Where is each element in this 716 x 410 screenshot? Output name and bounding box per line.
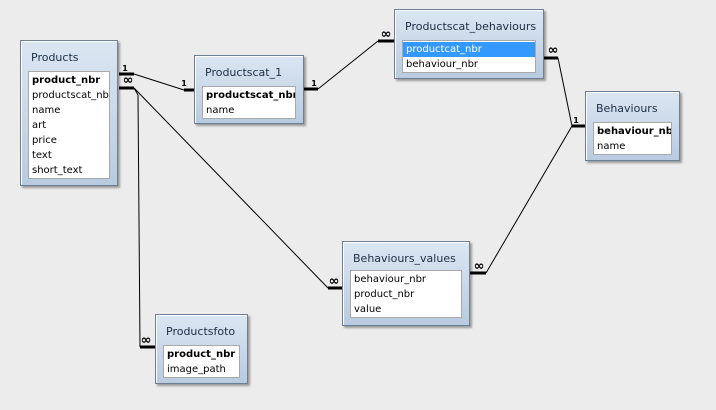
field[interactable]: price <box>32 135 57 146</box>
table-title: Productscat_1 <box>205 66 283 79</box>
table-title: Productsfoto <box>166 325 236 338</box>
cardinality-many-label: ∞ <box>141 333 152 348</box>
primary-key-field[interactable]: product_nbr <box>167 349 236 360</box>
primary-key-field[interactable]: productscat_nbr <box>206 90 295 101</box>
relationship-line-products-productscat[interactable] <box>133 73 185 91</box>
table-title: Productscat_behaviours <box>405 20 537 33</box>
field[interactable]: short_text <box>32 165 83 176</box>
field[interactable]: productcat_nbr <box>403 42 535 57</box>
field-list[interactable]: product_nbr image_path <box>163 345 240 378</box>
table-productsfoto[interactable]: Productsfoto product_nbr image_path <box>155 314 248 384</box>
table-behaviours-values[interactable]: Behaviours_values behaviour_nbr product_nb… <box>342 241 470 326</box>
field[interactable]: productscat_nbr <box>32 90 109 101</box>
relationship-line-products-productsfoto[interactable] <box>133 87 141 348</box>
table-title: Behaviours_values <box>353 252 456 265</box>
field[interactable]: name <box>597 141 626 152</box>
relationship-line-productscat-behaviourslink[interactable] <box>317 40 379 90</box>
primary-key-field[interactable]: product_nbr <box>32 75 101 86</box>
table-title: Behaviours <box>596 102 658 115</box>
field-list[interactable]: productcat_nbr behaviour_nbr <box>402 40 536 73</box>
cardinality-many-label: ∞ <box>329 274 340 289</box>
cardinality-one-label: 1 <box>573 116 579 125</box>
field[interactable]: product_nbr <box>354 289 415 300</box>
field[interactable]: text <box>32 150 52 161</box>
field[interactable]: name <box>206 105 235 116</box>
cardinality-many-label: ∞ <box>548 43 559 58</box>
cardinality-one-label: 1 <box>181 79 187 88</box>
cardinality-many-label: ∞ <box>474 259 485 274</box>
field[interactable]: art <box>32 120 47 131</box>
cardinality-many-label: ∞ <box>381 27 392 42</box>
relationship-line-behaviourslink-behaviours[interactable] <box>557 57 573 127</box>
field[interactable]: image_path <box>167 364 226 375</box>
relationship-line-products-behavioursvalues[interactable] <box>133 87 329 289</box>
cardinality-one-label: 1 <box>122 64 128 73</box>
table-title: Products <box>31 51 79 64</box>
cardinality-one-label: 1 <box>311 79 317 88</box>
field[interactable]: behaviour_nbr <box>406 59 479 70</box>
relationship-line-behaviours-behavioursvalues[interactable] <box>485 125 573 274</box>
primary-key-field[interactable]: behaviour_nbr <box>597 126 671 137</box>
field[interactable]: value <box>354 304 382 315</box>
field[interactable]: behaviour_nbr <box>354 274 427 285</box>
field[interactable]: name <box>32 105 61 116</box>
cardinality-many-label: ∞ <box>123 73 134 88</box>
